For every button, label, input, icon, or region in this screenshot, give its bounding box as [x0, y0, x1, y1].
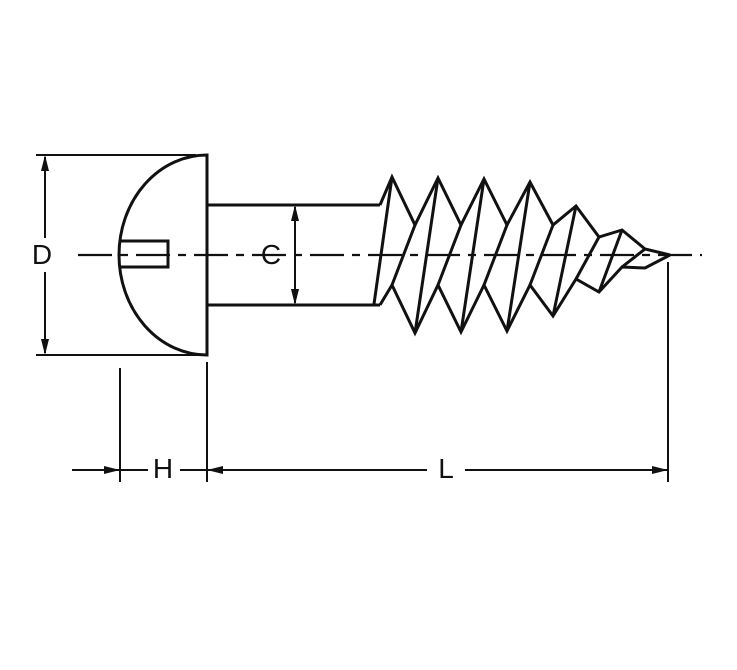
screw-head: [117, 153, 209, 357]
dim-label-d: D: [32, 239, 52, 270]
dim-head-height: H: [72, 368, 207, 484]
head-slot: [120, 239, 170, 269]
dim-h-arrowhead-right: [104, 466, 120, 474]
dim-label-h: H: [153, 453, 173, 484]
dim-shank-diameter: C: [261, 205, 299, 305]
dim-label-l: L: [438, 453, 454, 484]
thread-top-profile: [378, 173, 671, 257]
thread-flank-lines: [372, 176, 624, 334]
dim-d-arrowhead-down: [41, 339, 49, 355]
thread-root-lines: [390, 224, 646, 286]
dim-length: L: [206, 262, 669, 484]
dim-c-arrowhead-up: [291, 205, 299, 221]
dim-d-arrowhead-up: [41, 155, 49, 171]
thread-bottom-profile: [378, 253, 671, 337]
dim-c-arrowhead-down: [291, 289, 299, 305]
dim-label-c: C: [261, 239, 281, 270]
dim-head-diameter: D: [32, 154, 202, 356]
head-outline: [117, 153, 209, 357]
screw-thread: [372, 173, 671, 337]
screw-shank: [207, 203, 380, 307]
